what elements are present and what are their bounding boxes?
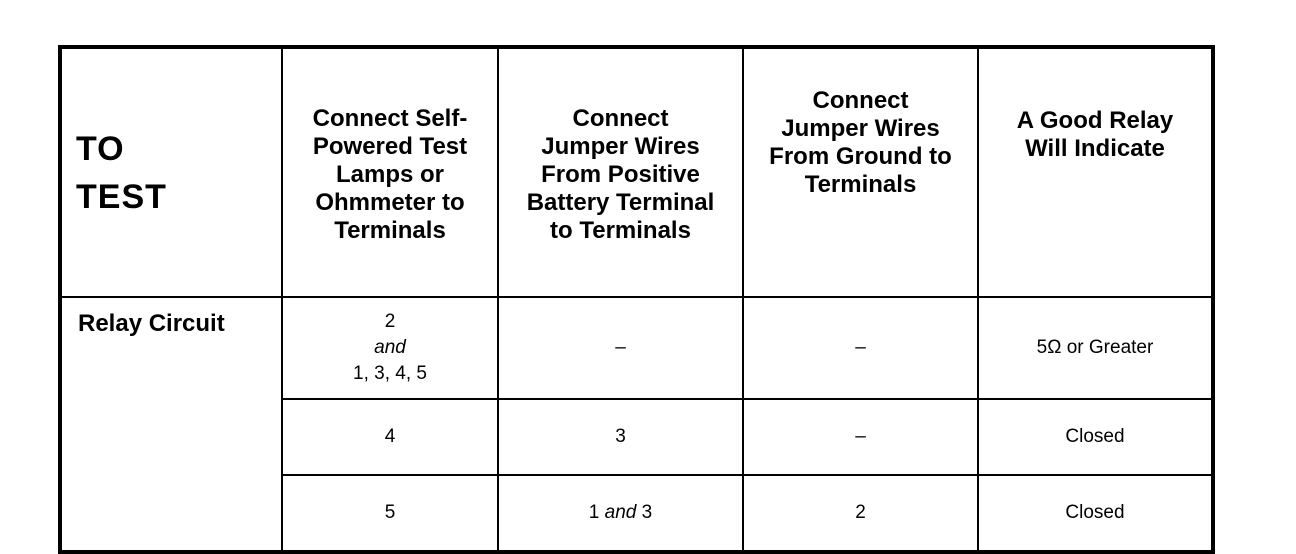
lamps-header-line: Lamps or: [335, 160, 445, 188]
table-row: Relay Circuit 2 and 1, 3, 4, 5 – – 5Ω or…: [59, 296, 1214, 553]
lamps-header-line: Terminals: [334, 216, 446, 244]
battery-cell-part: 1: [588, 502, 600, 523]
ground-header-line: Terminals: [804, 171, 917, 198]
battery-header-line: From Positive: [541, 160, 700, 188]
battery-cell: –: [497, 296, 744, 400]
good-relay-header: A Good Relay Will Indicate: [977, 46, 1214, 298]
ground-header-line: Connect: [812, 87, 909, 114]
lamps-header-line: Ohmmeter to: [315, 188, 465, 216]
battery-cell-part: 3: [641, 502, 653, 523]
lamps-cell-line: 2: [384, 311, 396, 332]
ground-header: Connect Jumper Wires From Ground to Term…: [742, 46, 979, 298]
lamps-cell-line: and: [283, 335, 497, 361]
lamps-cell-line: 1, 3, 4, 5: [353, 363, 427, 384]
table-row: 4 3 – Closed: [60, 398, 1214, 476]
battery-header-line: Battery Terminal: [526, 188, 715, 216]
ground-cell: –: [742, 296, 979, 400]
good-relay-cell: Closed: [977, 474, 1214, 553]
relay-test-table: TO TEST Connect Self- Powered Test Lamps…: [58, 45, 1215, 554]
lamps-cell: 5: [281, 474, 499, 553]
and-text: and: [604, 502, 637, 523]
battery-header-line: Jumper Wires: [541, 132, 700, 160]
battery-header: Connect Jumper Wires From Positive Batte…: [497, 46, 744, 298]
ground-cell: 2: [742, 474, 979, 553]
battery-header-line: to Terminals: [550, 216, 691, 244]
header-row: TO TEST Connect Self- Powered Test Lamps…: [59, 46, 1214, 298]
to-test-line: TEST: [76, 177, 167, 216]
lamps-header: Connect Self- Powered Test Lamps or Ohmm…: [281, 46, 499, 298]
lamps-header-line: Connect Self-: [312, 104, 468, 132]
battery-cell: 1 and 3: [497, 474, 744, 553]
ground-cell: –: [742, 398, 979, 476]
good-relay-header-line: A Good Relay: [1016, 107, 1174, 134]
lamps-cell: 4: [281, 398, 499, 476]
row-label-relay-circuit: Relay Circuit: [59, 296, 283, 553]
lamps-header-line: Powered Test: [312, 132, 468, 160]
to-test-header: TO TEST: [59, 46, 283, 298]
battery-cell: 3: [497, 398, 744, 476]
lamps-cell: 2 and 1, 3, 4, 5: [281, 296, 499, 400]
and-text: and: [374, 337, 406, 358]
good-relay-header-line: Will Indicate: [1025, 135, 1165, 162]
ground-header-line: Jumper Wires: [781, 115, 940, 142]
good-relay-cell: Closed: [977, 398, 1214, 476]
to-test-line: TO: [76, 129, 125, 168]
good-relay-cell: 5Ω or Greater: [977, 296, 1214, 400]
table-row: 5 1 and 3 2 Closed: [60, 474, 1214, 553]
ground-header-line: From Ground to: [769, 143, 952, 170]
battery-header-line: Connect: [572, 104, 669, 132]
